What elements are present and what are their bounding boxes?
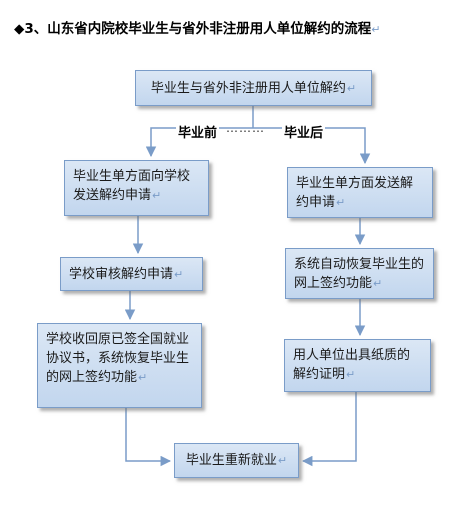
flow-node-start: 毕业生与省外非注册用人单位解约↵ [135,70,372,106]
branch-label-before-graduation: 毕业前 [176,122,220,141]
paragraph-mark: ↵ [346,82,357,95]
page-title: ◆3、山东省内院校毕业生与省外非注册用人单位解约的流程↵ [14,17,454,37]
flow-node-right-1: 毕业生单方面发送解约申请↵ [287,167,433,218]
paragraph-mark: ↵ [138,371,148,384]
paragraph-mark: ↵ [277,454,288,467]
paragraph-mark: ↵ [346,368,356,381]
flow-node-right-2: 系统自动恢复毕业生的网上签约功能↵ [285,248,434,299]
flow-node-right-3: 用人单位出具纸质的解约证明↵ [284,339,431,392]
connector-right-to-end [301,392,357,467]
paragraph-mark: ↵ [174,268,184,281]
node-text: 学校审核解约申请 [69,267,174,282]
flow-node-left-3: 学校收回原已签全国就业协议书，系统恢复毕业生的网上签约功能↵ [37,323,202,408]
paragraph-mark: ↵ [152,189,162,202]
node-text: 毕业生单方面向学校发送解约申请 [73,169,191,203]
node-text: 毕业生与省外非注册用人单位解约 [150,81,346,96]
branch-label-after-graduation: 毕业后 [282,122,326,141]
node-text: 毕业生重新就业 [185,453,277,468]
branch-dotted-separator: ……… [226,121,265,135]
node-text: 学校收回原已签全国就业协议书，系统恢复毕业生的网上签约功能 [46,332,190,385]
flow-node-left-1: 毕业生单方面向学校发送解约申请↵ [64,160,209,216]
node-text: 用人单位出具纸质的解约证明 [293,348,411,382]
paragraph-mark: ↵ [371,23,381,36]
flow-node-end: 毕业生重新就业↵ [174,443,299,478]
node-text: 毕业生单方面发送解约申请 [296,176,414,210]
paragraph-mark: ↵ [336,196,346,209]
title-text: ◆3、山东省内院校毕业生与省外非注册用人单位解约的流程 [14,21,372,37]
paragraph-mark: ↵ [373,277,383,290]
flow-node-left-2: 学校审核解约申请↵ [60,257,203,291]
connector-left-to-end [125,408,172,467]
node-text: 系统自动恢复毕业生的网上签约功能 [294,257,425,291]
